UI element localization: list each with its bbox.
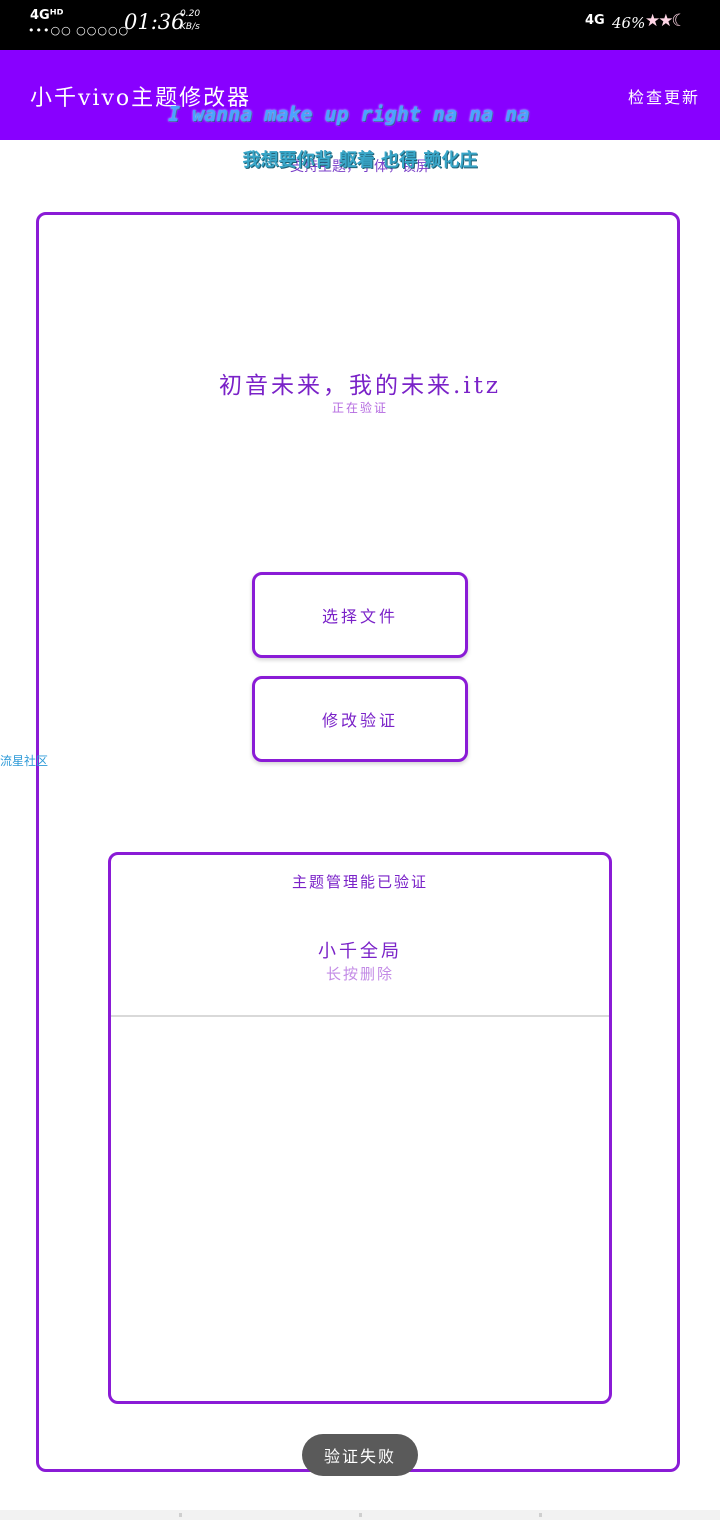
battery-level: 46% bbox=[612, 14, 646, 32]
signal-strength-icon: •••○○ ○○○○○ bbox=[28, 24, 130, 37]
cellular-icon: 4G bbox=[585, 13, 605, 28]
lyric-overlay-chinese: 我想要你背 躯着 也得 赖化庄 bbox=[242, 150, 478, 171]
nav-recents-handle[interactable] bbox=[539, 1513, 542, 1517]
feature-tagline: 支持主题，字体，锁屏 bbox=[290, 159, 430, 175]
nav-back-handle[interactable] bbox=[179, 1513, 182, 1517]
lyric-overlay-english: I wanna make up right na na na bbox=[168, 102, 530, 126]
navigation-bar bbox=[0, 1510, 720, 1520]
clock: 01:36 bbox=[124, 10, 185, 34]
theme-file-title: 初音未来，我的未来.itz bbox=[218, 373, 502, 399]
star-moon-icon: ★★☾ bbox=[645, 11, 687, 31]
modify-verify-button[interactable]: 修改验证 bbox=[252, 676, 468, 762]
select-file-button[interactable]: 选择文件 bbox=[252, 572, 468, 658]
theme-manager-title: 主题管理能已验证 bbox=[291, 873, 428, 891]
toast-message: 验证失败 bbox=[302, 1434, 418, 1476]
app-header: 小千vivo主题修改器 检查更新 I wanna make up right n… bbox=[0, 50, 720, 140]
community-link[interactable]: 流星社区 bbox=[0, 754, 49, 768]
theme-item-name: 小千全局 bbox=[318, 941, 402, 962]
nav-home-handle[interactable] bbox=[359, 1513, 362, 1517]
status-bar: 4Gᴴᴰ •••○○ ○○○○○ 01:36 0.20 KB/s 4G 46% … bbox=[0, 0, 720, 50]
divider bbox=[111, 1015, 609, 1017]
verify-status-text: 正在验证 bbox=[331, 401, 388, 415]
theme-manager-panel: 主题管理能已验证 小千全局 长按删除 bbox=[108, 852, 612, 1404]
check-update-button[interactable]: 检查更新 bbox=[627, 88, 700, 107]
theme-item-hint: 长按删除 bbox=[325, 965, 394, 983]
network-speed: 0.20 KB/s bbox=[180, 8, 200, 34]
network-indicator: 4Gᴴᴰ bbox=[30, 8, 64, 23]
network-speed-unit: KB/s bbox=[180, 22, 200, 32]
list-item[interactable]: 小千全局 长按删除 bbox=[111, 915, 609, 1015]
app-title: 小千vivo主题修改器 bbox=[30, 86, 252, 111]
network-speed-value: 0.20 bbox=[180, 9, 201, 19]
